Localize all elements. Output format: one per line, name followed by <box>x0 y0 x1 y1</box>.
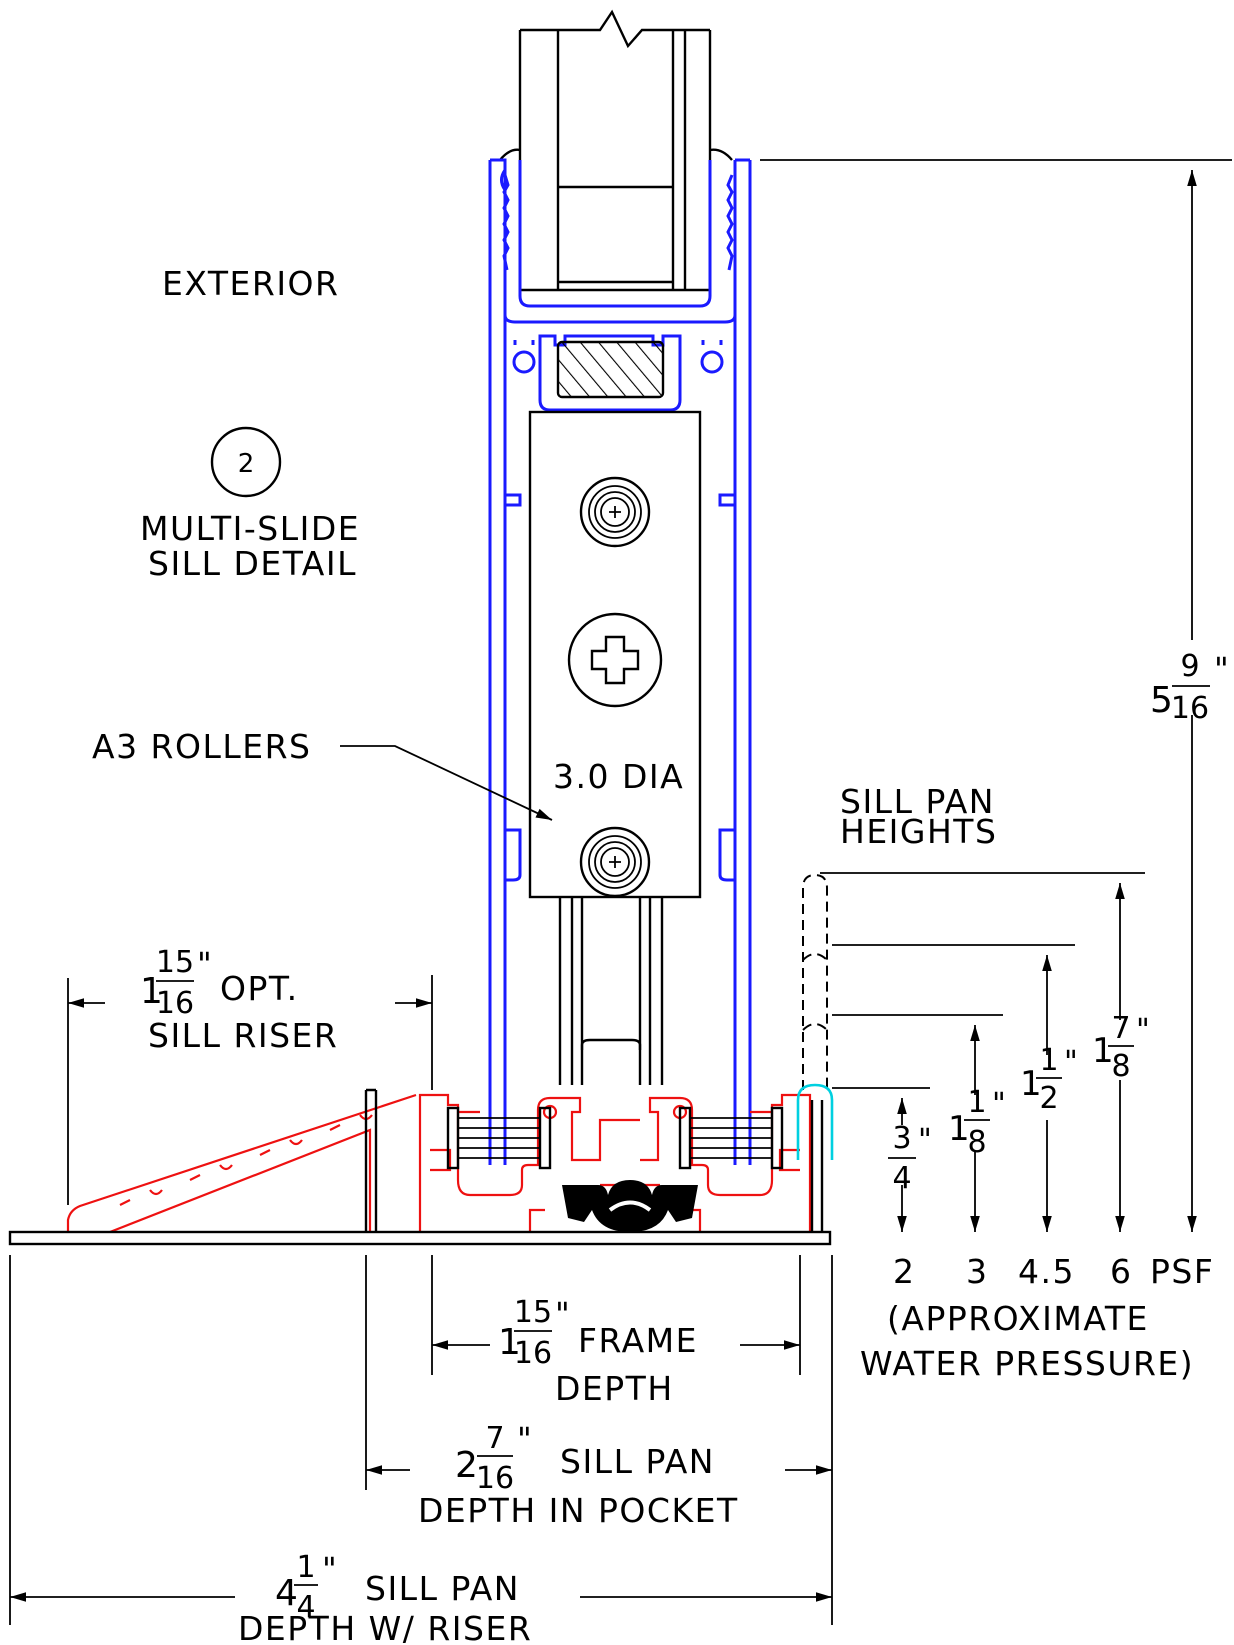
annotation-text: EXTERIOR 2 MULTI-SLIDE SILL DETAIL A3 RO… <box>92 264 1229 1645</box>
svg-text:1: 1 <box>296 1550 315 1585</box>
svg-text:DEPTH IN POCKET: DEPTH IN POCKET <box>418 1491 739 1530</box>
thermal-strut <box>556 340 665 399</box>
sill-pan-heights-line-2: HEIGHTS <box>840 812 997 851</box>
svg-text:DEPTH W/ RISER: DEPTH W/ RISER <box>238 1609 532 1645</box>
svg-text:16: 16 <box>514 1336 552 1371</box>
center-gasket <box>562 1180 698 1232</box>
svg-text:4: 4 <box>275 1573 298 1614</box>
svg-text:7: 7 <box>485 1421 504 1456</box>
svg-text:16: 16 <box>476 1461 514 1496</box>
svg-text:1: 1 <box>1039 1043 1058 1078</box>
svg-text:2: 2 <box>455 1445 478 1486</box>
aluminum-frame <box>488 158 752 1165</box>
water-pressure-line-2: WATER PRESSURE) <box>860 1344 1194 1383</box>
svg-text:SILL PAN: SILL PAN <box>365 1569 520 1608</box>
svg-text:": " <box>1064 1045 1078 1080</box>
svg-text:1: 1 <box>967 1085 986 1120</box>
svg-text:8: 8 <box>1111 1049 1130 1084</box>
svg-text:FRAME: FRAME <box>578 1321 698 1360</box>
svg-text:SILL PAN: SILL PAN <box>560 1442 715 1481</box>
rollers-label: A3 ROLLERS <box>92 727 311 766</box>
svg-text:1: 1 <box>498 1322 521 1363</box>
svg-text:7: 7 <box>1111 1011 1130 1046</box>
psf-4-5: 4.5 <box>1018 1252 1075 1291</box>
svg-text:3: 3 <box>892 1121 911 1156</box>
svg-text:OPT.: OPT. <box>220 969 299 1008</box>
dim-sill-pan-riser: 4 1 4 " SILL PAN DEPTH W/ RISER <box>238 1550 532 1645</box>
svg-text:9: 9 <box>1180 649 1199 684</box>
glass-panel <box>499 9 733 292</box>
svg-text:": " <box>555 1295 570 1333</box>
svg-text:15: 15 <box>514 1295 552 1330</box>
psf-6: 6 <box>1110 1252 1133 1291</box>
exterior-label: EXTERIOR <box>162 264 339 303</box>
dim-height-1-1-8: 1 1 8 " <box>948 1085 1006 1160</box>
svg-text:1: 1 <box>1020 1064 1042 1104</box>
psf-2: 2 <box>893 1252 916 1291</box>
roller-diameter-label: 3.0 DIA <box>553 757 684 796</box>
svg-text:5: 5 <box>1150 680 1173 721</box>
sill-pan-heights-line-1: SILL PAN <box>840 782 995 821</box>
sill-track <box>66 1093 812 1234</box>
svg-text:": " <box>1136 1013 1150 1048</box>
detail-number-bubble <box>210 426 282 498</box>
psf-3: 3 <box>966 1252 989 1291</box>
svg-text:8: 8 <box>967 1125 986 1160</box>
svg-text:": " <box>322 1550 337 1588</box>
sill-pan <box>8 873 834 1246</box>
weather-pile <box>446 1106 784 1170</box>
svg-text:2: 2 <box>1039 1081 1058 1116</box>
svg-text:4: 4 <box>892 1161 911 1196</box>
svg-text:DEPTH: DEPTH <box>555 1369 674 1408</box>
svg-text:1: 1 <box>948 1109 970 1149</box>
dim-height-1-1-2: 1 1 2 " <box>1020 1043 1078 1116</box>
svg-text:4: 4 <box>296 1590 315 1625</box>
psf-unit: PSF <box>1150 1252 1214 1291</box>
detail-number: 2 <box>238 449 255 479</box>
svg-text:": " <box>517 1420 532 1458</box>
svg-text:": " <box>918 1123 932 1158</box>
dim-height-1-7-8: 1 7 8 " <box>1092 1011 1150 1084</box>
dim-sill-pan-pocket: 2 7 16 " SILL PAN DEPTH IN POCKET <box>418 1420 739 1530</box>
svg-text:": " <box>992 1087 1006 1122</box>
svg-text:": " <box>1214 650 1229 688</box>
dim-overall-height: 5 9 16 " <box>1150 649 1229 726</box>
dimension-lines <box>9 159 1232 1625</box>
detail-title-line-1: MULTI-SLIDE <box>140 509 360 548</box>
dim-frame-depth: 1 15 16 " FRAME DEPTH <box>498 1295 698 1408</box>
detail-title-line-2: SILL DETAIL <box>148 544 357 583</box>
svg-text:15: 15 <box>156 945 194 980</box>
roller-carriage <box>528 410 702 1085</box>
svg-text:1: 1 <box>1092 1031 1114 1071</box>
svg-text:16: 16 <box>1171 691 1209 726</box>
svg-text:16: 16 <box>156 986 194 1021</box>
water-pressure-line-1: (APPROXIMATE <box>887 1299 1149 1338</box>
dim-height-3-4: 3 4 " <box>888 1121 932 1196</box>
dim-opt-sill-riser: 1 15 16 " OPT. SILL RISER <box>140 945 338 1055</box>
svg-text:": " <box>197 945 212 983</box>
svg-text:SILL RISER: SILL RISER <box>148 1016 338 1055</box>
